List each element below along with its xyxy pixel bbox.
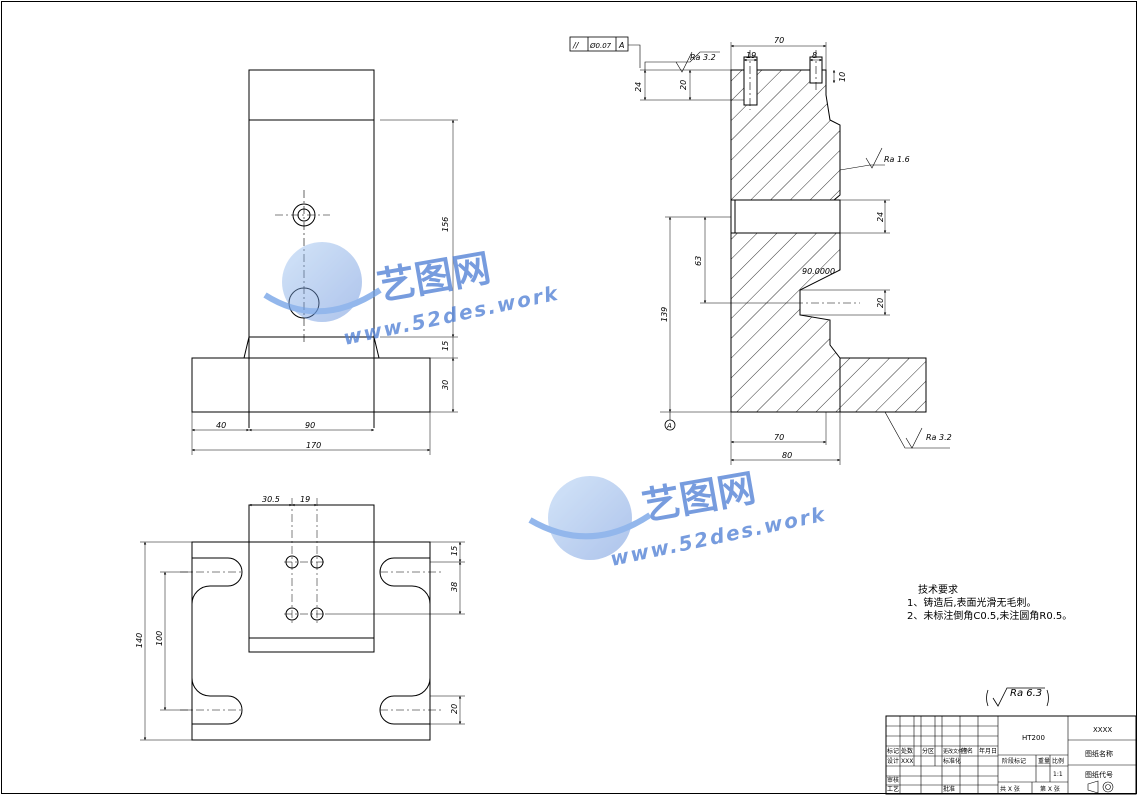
- title-label: 设计: [887, 757, 899, 765]
- watermark-logo: 艺图网 www.52des.work: [263, 242, 562, 350]
- title-label: 第 X 张: [1040, 785, 1060, 793]
- datum-a-label: A: [666, 422, 672, 430]
- title-material: HT200: [1022, 734, 1045, 742]
- parallelism-symbol: //: [572, 41, 580, 50]
- tech-requirement-line: 1、铸造后,表面光滑无毛刺。: [907, 596, 1037, 609]
- top-dim-140: 140: [135, 633, 144, 648]
- title-label: 标准化: [943, 757, 961, 765]
- title-label: 签名: [961, 747, 973, 755]
- front-dim-170: 170: [306, 441, 321, 450]
- title-label: 比例: [1052, 757, 1064, 765]
- roughness-top: Ra 3.2: [690, 53, 716, 62]
- side-dim-63: 63: [694, 256, 703, 266]
- tech-requirements-title: 技术要求: [918, 583, 958, 596]
- general-roughness-value: Ra 6.3: [1010, 688, 1042, 699]
- front-dim-156: 156: [441, 217, 450, 232]
- front-dim-90: 90: [305, 421, 315, 430]
- front-dim-40: 40: [216, 421, 226, 430]
- front-dim-15: 15: [441, 341, 450, 351]
- side-dim-8: 8: [812, 51, 817, 60]
- datum-a-symbol: [664, 419, 676, 431]
- side-dim-24-top: 24: [634, 82, 643, 92]
- title-label: 批准: [943, 785, 955, 793]
- pin-hole: [734, 199, 841, 234]
- title-label: 重量: [1038, 757, 1050, 765]
- parallelism-datum: A: [618, 41, 624, 50]
- front-dim-30: 30: [441, 380, 450, 390]
- side-dim-24-hole: 24: [876, 212, 885, 222]
- side-view: [569, 36, 950, 465]
- top-view: [140, 498, 465, 741]
- title-label: 共 X 张: [1000, 785, 1020, 793]
- title-label: 审核: [887, 776, 899, 784]
- side-dim-19: 19: [746, 51, 756, 60]
- roughness-bottom: Ra 3.2: [926, 433, 952, 442]
- title-drawing-name: 图纸名称: [1085, 749, 1113, 758]
- side-dim-80: 80: [782, 451, 792, 460]
- title-label: 阶段标记: [1002, 757, 1026, 765]
- side-dim-10: 10: [838, 72, 847, 82]
- title-company: XXXX: [1093, 726, 1112, 734]
- general-roughness-symbol: [986, 687, 1049, 707]
- title-label: 处数: [901, 747, 913, 755]
- title-label: 更改文件号: [943, 748, 968, 755]
- top-dim-30-5: 30.5: [262, 495, 280, 504]
- title-label: 标记: [887, 747, 899, 755]
- title-scale: 1:1: [1053, 771, 1063, 778]
- title-label: 年月日: [979, 747, 997, 755]
- side-dim-70-top: 70: [774, 36, 784, 45]
- top-dim-20: 20: [450, 704, 459, 714]
- side-dim-20-low: 20: [876, 298, 885, 308]
- roughness-mid: Ra 1.6: [884, 155, 910, 164]
- projection-symbol: [1087, 780, 1114, 794]
- top-dim-100: 100: [155, 631, 164, 646]
- parallelism-tolerance: Ø0.07: [589, 42, 612, 50]
- side-dim-20-top: 20: [679, 80, 688, 90]
- title-label: 工艺: [887, 785, 899, 793]
- parallelism-frame: [569, 36, 629, 52]
- title-drawing-code: 图纸代号: [1085, 770, 1113, 779]
- title-block: [885, 715, 1137, 795]
- tech-requirement-line: 2、未标注倒角C0.5,未注圆角R0.5。: [907, 609, 1072, 622]
- title-label: XXX: [901, 758, 913, 765]
- top-dim-38: 38: [450, 582, 459, 592]
- top-dim-19: 19: [300, 495, 310, 504]
- side-dim-70-bot: 70: [774, 433, 784, 442]
- watermark-logo: 艺图网 www.52des.work: [528, 466, 829, 571]
- side-dim-139: 139: [660, 307, 669, 322]
- title-label: 分区: [922, 747, 934, 755]
- top-dim-15: 15: [450, 546, 459, 556]
- side-angle-label: 90.0000: [802, 267, 835, 276]
